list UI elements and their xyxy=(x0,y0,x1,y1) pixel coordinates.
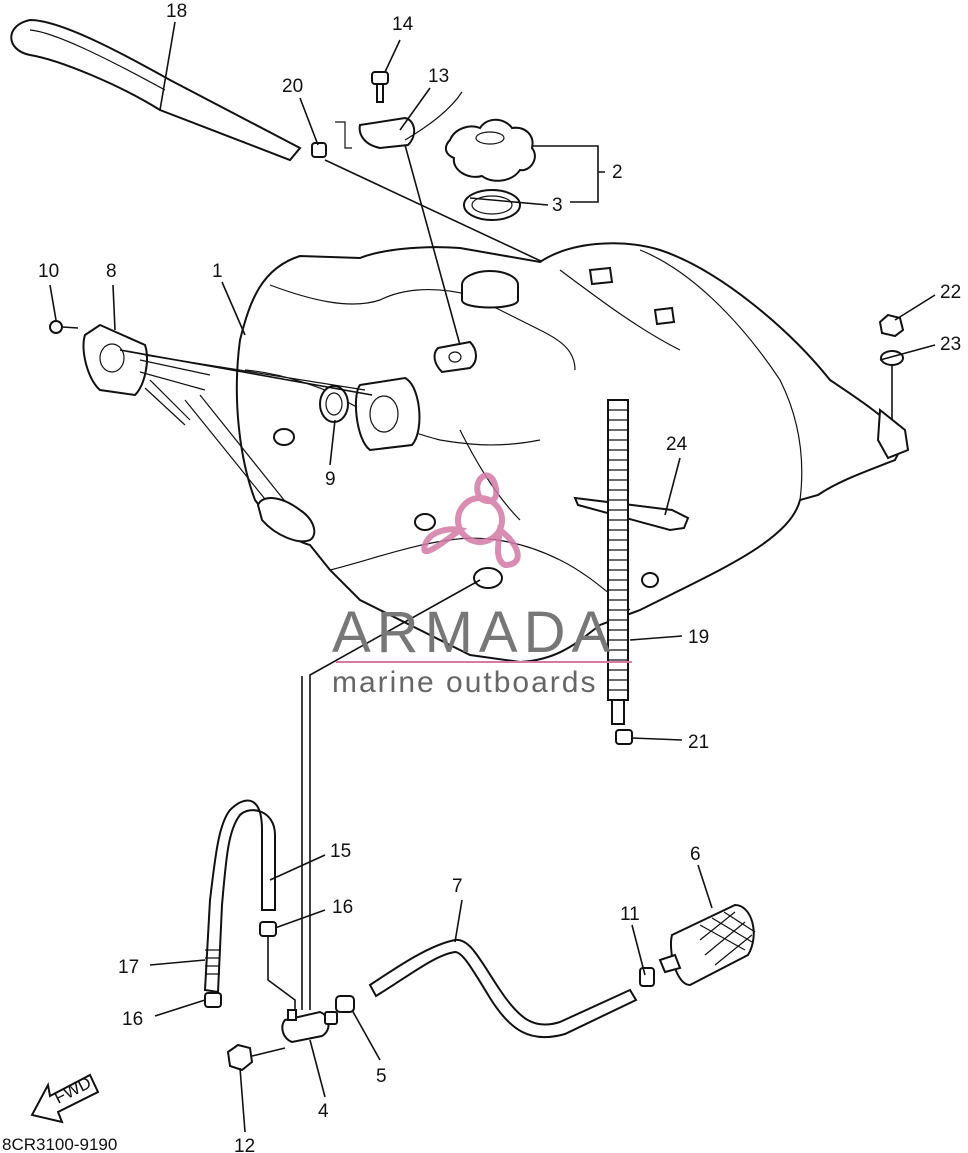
screw-10 xyxy=(49,320,79,334)
callout-3: 3 xyxy=(552,195,563,216)
clip-16-lower xyxy=(204,992,222,1008)
filler-cap-2 xyxy=(444,118,536,182)
fuel-hose-7 xyxy=(368,938,638,1039)
sender-float xyxy=(256,497,316,543)
callout-15: 15 xyxy=(330,841,351,862)
callout-6: 6 xyxy=(690,844,701,865)
callout-4: 4 xyxy=(318,1101,329,1122)
bracket-13 xyxy=(335,91,463,150)
callout-10: 10 xyxy=(38,261,59,282)
fwd-arrow: FWD xyxy=(30,1073,100,1124)
leader-lines xyxy=(49,21,936,1133)
cap-21 xyxy=(615,729,633,745)
callout-16-lower: 16 xyxy=(122,1009,143,1030)
callout-17: 17 xyxy=(118,957,139,978)
callout-22: 22 xyxy=(940,282,961,303)
bolt-14 xyxy=(371,71,389,103)
callout-23: 23 xyxy=(940,334,961,355)
nut-22 xyxy=(878,313,905,338)
callout-7: 7 xyxy=(452,876,463,897)
watermark-logo xyxy=(421,472,521,569)
sender-plate xyxy=(354,376,421,452)
gasket-9 xyxy=(319,385,349,423)
bracket-24 xyxy=(573,496,690,532)
fuel-tank-1 xyxy=(235,242,910,664)
fuel-line-from-tank xyxy=(309,579,481,1010)
callout-21: 21 xyxy=(688,732,709,753)
clip-16-upper xyxy=(259,921,277,937)
diagram-code: 8CR3100-9190 xyxy=(2,1135,117,1153)
callout-9: 9 xyxy=(325,469,336,490)
callout-12: 12 xyxy=(234,1136,255,1153)
fuel-cock-4 xyxy=(281,1009,338,1044)
callout-8: 8 xyxy=(106,261,117,282)
callout-1: 1 xyxy=(212,261,223,282)
hose-15-17 xyxy=(203,799,276,994)
watermark-tagline: marine outboards xyxy=(332,666,597,699)
vent-hose-18 xyxy=(10,18,302,162)
callout-2: 2 xyxy=(612,162,623,183)
callout-20: 20 xyxy=(282,76,303,97)
screw-12 xyxy=(226,1043,286,1072)
fuel-filter-6 xyxy=(658,903,756,987)
gasket-3 xyxy=(463,189,521,221)
bracket-2-3 xyxy=(532,145,605,203)
callout-19: 19 xyxy=(688,627,709,648)
watermark-brand: ARMADA xyxy=(332,600,616,665)
callout-24: 24 xyxy=(666,434,688,455)
callout-18: 18 xyxy=(166,1,187,22)
callout-13: 13 xyxy=(428,66,449,87)
callouts: 1 2 3 4 5 6 7 8 9 10 11 12 13 14 15 16 1… xyxy=(38,1,961,1153)
clip-11 xyxy=(639,967,655,987)
hose-clip-20 xyxy=(311,142,327,158)
callout-5: 5 xyxy=(376,1066,387,1087)
callout-11: 11 xyxy=(620,904,640,925)
callout-16-upper: 16 xyxy=(332,897,353,918)
callout-14: 14 xyxy=(392,14,414,35)
corrugated-hose-19 xyxy=(607,399,629,725)
joint-5 xyxy=(335,995,355,1013)
